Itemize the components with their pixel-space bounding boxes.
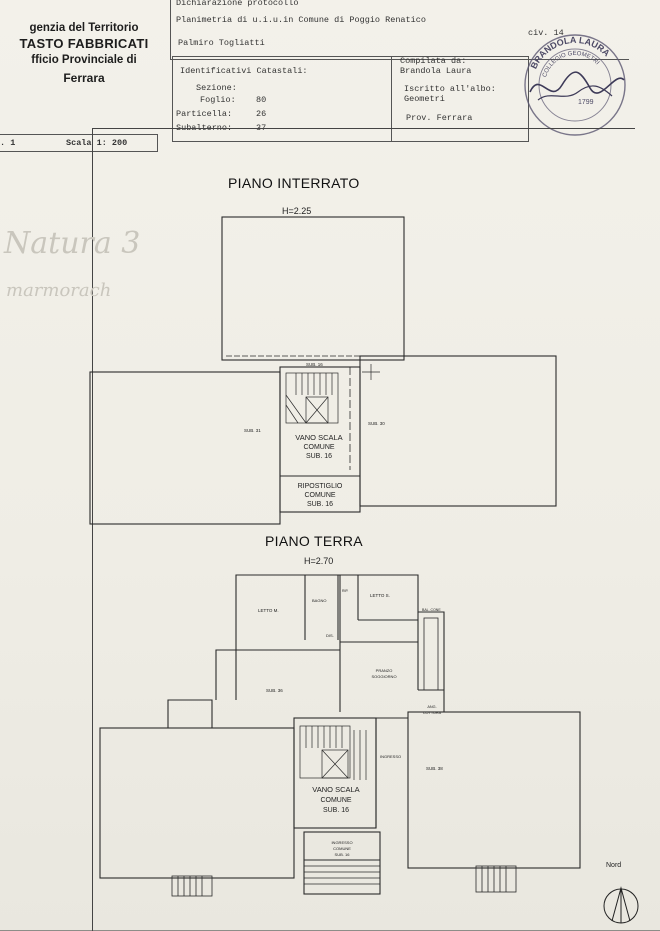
basement-stairs bbox=[285, 372, 339, 424]
compiled-by-name: Brandola Laura bbox=[400, 66, 472, 76]
ground-stair-label-2: COMUNE bbox=[320, 797, 351, 804]
room-letto-s: LETTO S. bbox=[370, 593, 390, 598]
agency-name: genzia del Territorio bbox=[29, 22, 139, 34]
declaration-line: Dichiarazione protocollo bbox=[176, 0, 299, 8]
particella-value: 26 bbox=[256, 109, 267, 119]
ground-entry-vestibule bbox=[303, 831, 381, 895]
identifiers-box bbox=[172, 56, 392, 142]
ground-stair-label-3: SUB. 16 bbox=[323, 807, 349, 814]
province: Prov. Ferrara bbox=[406, 113, 473, 123]
basement-title: PIANO INTERRATO bbox=[228, 175, 360, 191]
faint-handwriting-2: marmorach bbox=[6, 280, 112, 301]
basement-sub31-label: SUB. 31 bbox=[244, 428, 261, 433]
basement-stair-label-3: SUB. 16 bbox=[306, 453, 332, 460]
compiler-box bbox=[390, 56, 529, 142]
scale-box bbox=[0, 134, 158, 152]
surveyor-stamp: BRANDOLA LAURA COLLEGIO GEOMETRI 1799 bbox=[524, 34, 626, 136]
header-top-box bbox=[170, 0, 629, 60]
agency-city: Ferrara bbox=[63, 71, 105, 85]
room-rip: RIP. bbox=[342, 589, 349, 593]
civic-number: civ. 14 bbox=[528, 28, 564, 38]
room-soggiorno: SOGGIORNO bbox=[371, 674, 396, 679]
ground-entry-label-1: INGRESSO bbox=[331, 840, 352, 845]
basement-storage-label-2: COMUNE bbox=[304, 492, 335, 499]
room-balcone: BAL. CONE bbox=[422, 608, 441, 612]
basement-height: H=2.25 bbox=[282, 206, 312, 216]
faint-handwriting-1: Natura 3 bbox=[4, 226, 141, 261]
room-letto-m: LETTO M. bbox=[258, 608, 279, 613]
basement-garage-room bbox=[221, 216, 405, 361]
ground-stairs bbox=[299, 725, 367, 780]
basement-storage-label-3: SUB. 16 bbox=[307, 501, 333, 508]
ground-sub36-area bbox=[99, 727, 295, 879]
identifiers-title: Identificativi Catastali: bbox=[180, 66, 308, 76]
scale-label: Scala 1: 200 bbox=[66, 138, 128, 148]
drawing-frame bbox=[92, 128, 635, 931]
ground-floor-plan bbox=[99, 574, 581, 897]
ground-sub38-area bbox=[407, 711, 581, 869]
basement-stair-label-1: VANO SCALA bbox=[295, 433, 342, 442]
sheet-number: . 1 bbox=[0, 138, 16, 148]
street-name: Palmiro Togliatti bbox=[178, 38, 265, 48]
north-arrow-icon bbox=[603, 886, 639, 924]
agency-department: TASTO FABBRICATI bbox=[19, 36, 149, 51]
room-ingresso: INGRESSO bbox=[380, 754, 401, 759]
ground-floor-height: H=2.70 bbox=[304, 556, 334, 566]
signature-scribble bbox=[529, 71, 625, 94]
basement-sub30-label: SUB. 30 bbox=[368, 421, 385, 426]
signature-scribble-2 bbox=[537, 85, 613, 101]
stamp-number: 1799 bbox=[578, 99, 594, 106]
agency-block: genzia del Territorio TASTO FABBRICATI f… bbox=[0, 20, 168, 86]
room-bagno: BAGNO bbox=[312, 598, 326, 603]
ground-entry-steps bbox=[304, 865, 380, 885]
basement-stair-label-2: COMUNE bbox=[303, 444, 334, 451]
basement-stairwell bbox=[279, 366, 361, 513]
agency-office: fficio Provinciale di bbox=[31, 54, 137, 66]
basement-sub16-top-label: SUB. 16 bbox=[306, 362, 323, 367]
basement-sub31-room bbox=[89, 371, 281, 525]
ground-sub38-label: SUB. 38 bbox=[426, 766, 443, 771]
sezione-label: Sezione: bbox=[196, 83, 237, 93]
ground-entry-label-2: COMUNE bbox=[333, 846, 351, 851]
plan-description: Planimetria di u.i.u.in Comune di Poggio… bbox=[176, 15, 426, 25]
particella-label: Particella: bbox=[176, 109, 233, 119]
north-label: Nord bbox=[606, 862, 622, 869]
room-cottura: COTTURA bbox=[423, 711, 442, 715]
ground-stair-label-1: VANO SCALA bbox=[312, 785, 359, 794]
compiled-by-label: Compilata da: bbox=[400, 56, 467, 66]
basement-storage-label-1: RIPOSTIGLIO bbox=[298, 483, 343, 490]
room-angolo: ANG. bbox=[427, 705, 436, 709]
foglio-label: Foglio: bbox=[200, 95, 236, 105]
registered-label: Iscritto all'albo: bbox=[404, 84, 496, 94]
ground-floor-title: PIANO TERRA bbox=[265, 533, 363, 549]
basement-sub30-room bbox=[359, 355, 557, 507]
basement-plan bbox=[89, 216, 557, 525]
registered-value: Geometri bbox=[404, 94, 445, 104]
foglio-value: 80 bbox=[256, 95, 267, 105]
ground-sub36-label: SUB. 36 bbox=[266, 688, 283, 693]
ground-windows bbox=[171, 865, 517, 897]
room-pranzo: PRANZO bbox=[376, 668, 393, 673]
room-dis: DIS. bbox=[326, 633, 334, 638]
ground-entry-label-3: SUB. 16 bbox=[335, 852, 351, 857]
